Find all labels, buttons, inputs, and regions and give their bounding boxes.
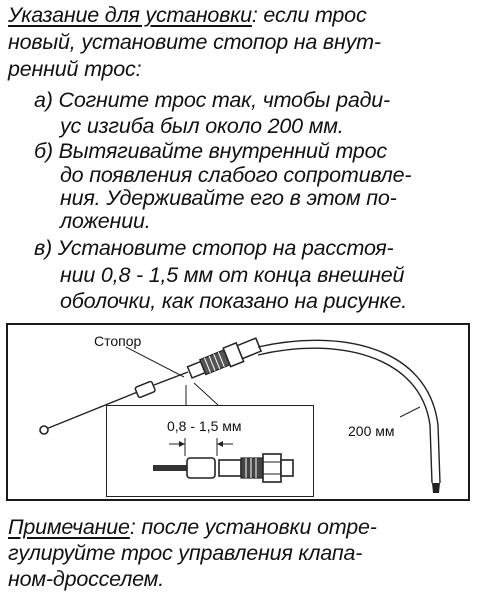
step-a-line-1: а) Согните трос так, чтобы ради-	[34, 88, 390, 112]
cable-end-cap	[432, 483, 440, 493]
outer-cable-bottom	[257, 347, 433, 484]
cable-diagram	[39, 337, 441, 493]
step-c-line-3: оболочки, как показано на рисунке.	[60, 289, 408, 313]
detail-inset: 0,8 - 1,5 мм	[106, 405, 314, 497]
inset-leader-right	[193, 382, 219, 406]
step-a-line-2: ус изгиба был около 200 мм.	[60, 114, 344, 138]
wire-end-ball	[39, 425, 49, 435]
outer-cable-top	[257, 339, 441, 484]
inner-wire-2	[153, 371, 189, 386]
step-b-line-4: ложении.	[60, 209, 151, 233]
step-b-line-3: ния. Удерживайте его в этом по-	[60, 186, 397, 210]
detail-end	[280, 459, 294, 477]
detail-stopper	[186, 457, 216, 479]
step-b-line-1: б) Вытягивайте внутренний трос	[34, 139, 387, 163]
step-c-line-1: в) Установите стопор на расстоя-	[34, 236, 394, 260]
step-b-line-2: до появления слабого сопротивле-	[60, 163, 412, 187]
stopper-leader	[125, 346, 185, 378]
detail-sheath-end	[218, 459, 242, 477]
inner-wire	[45, 390, 141, 430]
instruction-line-1: Указание для установки: если трос	[8, 4, 367, 26]
note-line-1: Примечание: после установки отре-	[8, 516, 377, 538]
instruction-line-3: ренний трос:	[8, 57, 142, 81]
note-line1-rest: : после установки отре-	[129, 515, 377, 539]
step-c-line-2: нии 0,8 - 1,5 мм от конца внешней	[60, 263, 405, 287]
note-line-3: ном-дросселем.	[8, 567, 164, 591]
note-line-2: гулируйте трос управления клапа-	[8, 541, 363, 565]
detail-wire	[153, 465, 187, 471]
radius-label: 200 мм	[348, 423, 395, 439]
instruction-line-2: новый, установите стопор на внут-	[8, 30, 381, 54]
gap-label: 0,8 - 1,5 мм	[167, 418, 242, 434]
stopper-part	[134, 380, 156, 399]
radius-leader	[399, 406, 421, 418]
cable-fitting	[186, 337, 263, 379]
note-heading: Примечание	[8, 515, 130, 539]
instruction-line1-rest: : если трос	[251, 3, 367, 27]
detail-thread	[240, 457, 264, 479]
detail-drawing	[153, 438, 294, 483]
cable-figure: Стопор 200 мм 0,8 - 1,5 мм	[6, 323, 470, 501]
instruction-heading: Указание для установки	[8, 3, 252, 27]
detail-nut	[262, 453, 282, 483]
stopper-label: Стопор	[94, 333, 142, 349]
